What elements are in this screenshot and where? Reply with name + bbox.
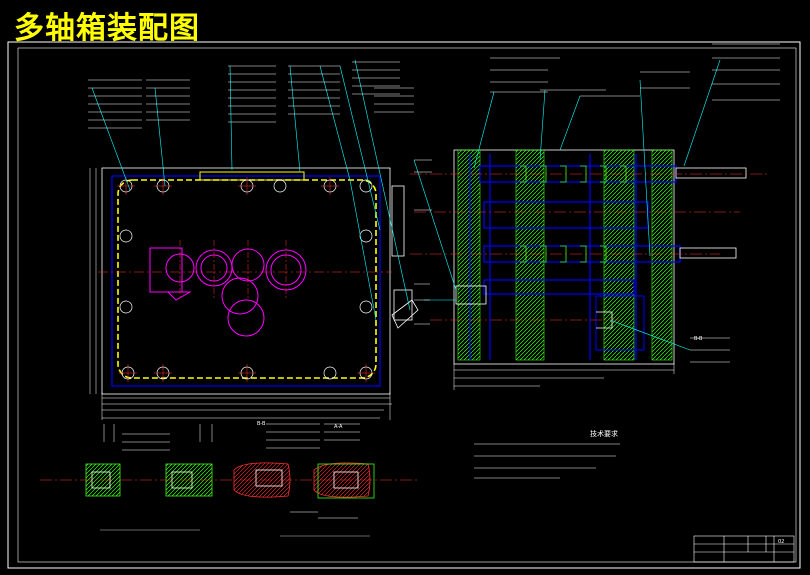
side-view-notes bbox=[414, 43, 780, 363]
drawing-title: 多轴箱装配图 bbox=[14, 11, 200, 46]
tech-requirements-heading: 技术要求 bbox=[590, 429, 618, 438]
section-details bbox=[40, 423, 420, 537]
leaders-front bbox=[91, 59, 411, 321]
outer-frame bbox=[7, 41, 801, 569]
technical-requirements: 技术要求 bbox=[474, 429, 620, 479]
title-block bbox=[693, 535, 795, 563]
section-label-bb-1: B-B bbox=[257, 421, 266, 427]
front-view bbox=[89, 167, 419, 420]
front-view-notes bbox=[88, 61, 414, 129]
leaders-side bbox=[413, 59, 721, 351]
inner-frame bbox=[17, 47, 797, 563]
section-label-bb-2: B-B bbox=[694, 336, 703, 342]
sheet-number: 02 bbox=[778, 539, 784, 545]
side-section-view bbox=[410, 149, 770, 390]
section-label-aa: A-A bbox=[334, 424, 343, 430]
